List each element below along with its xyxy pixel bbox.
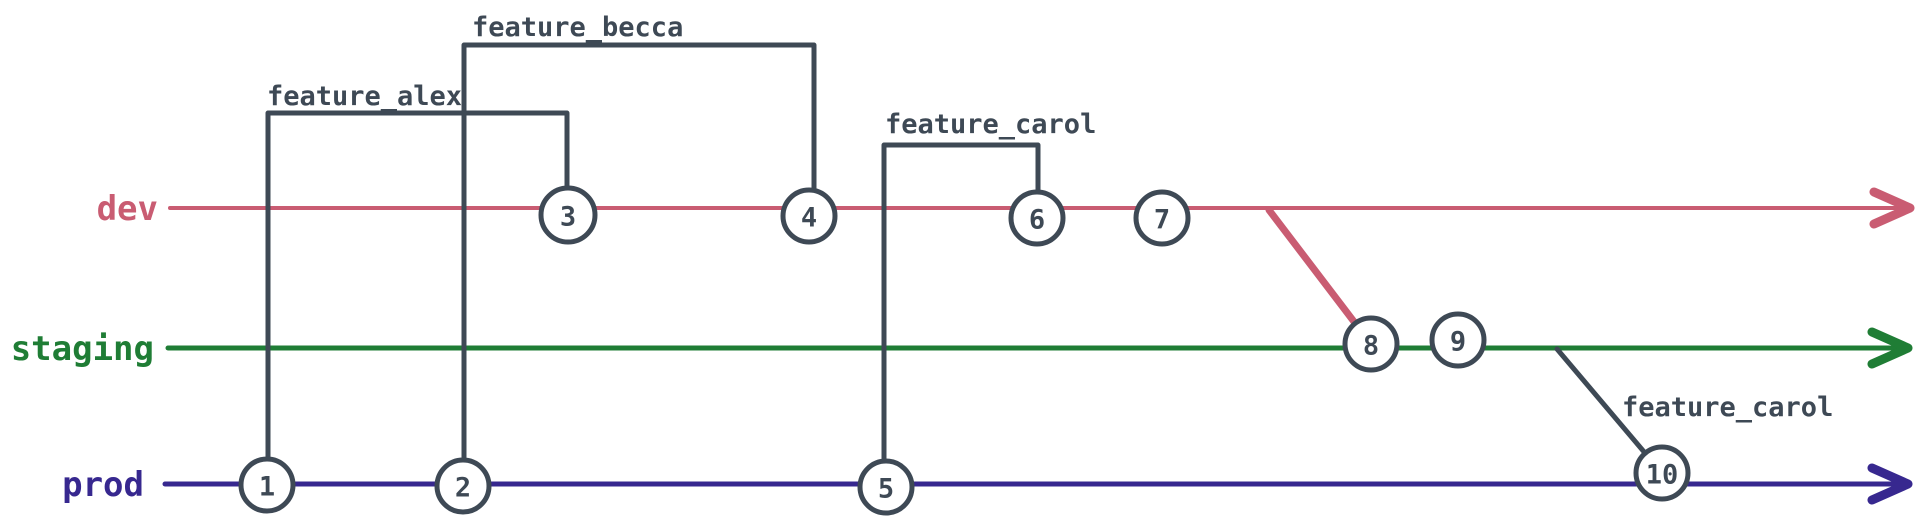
merge-link-merge-2 <box>1554 346 1648 456</box>
feature-branch-label: feature_becca <box>472 12 683 43</box>
commit-number-1: 1 <box>259 472 275 503</box>
commit-number-4: 4 <box>801 203 817 234</box>
branch-label-dev: dev <box>97 189 158 229</box>
commit-node-5 <box>857 458 915 516</box>
commit-node-9 <box>1429 311 1487 369</box>
branch-label-prod: prod <box>62 465 144 505</box>
commit-node-1 <box>238 456 296 514</box>
commit-node-10 <box>1633 444 1691 502</box>
commit-number-8: 8 <box>1363 331 1379 362</box>
arrowhead-icon-prod <box>1867 463 1913 505</box>
feature-branch-path <box>265 110 570 462</box>
commit-node-2 <box>434 457 492 515</box>
commit-node-4 <box>780 187 838 245</box>
commit-number-6: 6 <box>1029 205 1045 236</box>
merge-link-label: feature_carol <box>1622 392 1833 423</box>
feature-branch-label: feature_alex <box>267 81 462 112</box>
commit-node-6 <box>1008 189 1066 247</box>
feature-branch-path <box>461 42 817 463</box>
commit-number-2: 2 <box>455 473 471 504</box>
commit-number-3: 3 <box>560 202 576 233</box>
commit-number-7: 7 <box>1154 205 1170 236</box>
branch-label-staging: staging <box>11 329 154 369</box>
arrowhead-icon-staging <box>1867 327 1913 369</box>
commit-node-3 <box>538 185 598 245</box>
commit-number-9: 9 <box>1450 327 1466 358</box>
commit-number-10: 10 <box>1646 460 1679 491</box>
feature-branch-label: feature_carol <box>885 109 1096 140</box>
commit-number-5: 5 <box>878 474 894 505</box>
commit-node-7 <box>1133 189 1191 247</box>
commit-node-8 <box>1342 315 1400 373</box>
merge-link-merge-1 <box>1265 206 1359 327</box>
feature-branch-path <box>881 142 1041 464</box>
arrowhead-icon-dev <box>1869 187 1915 229</box>
